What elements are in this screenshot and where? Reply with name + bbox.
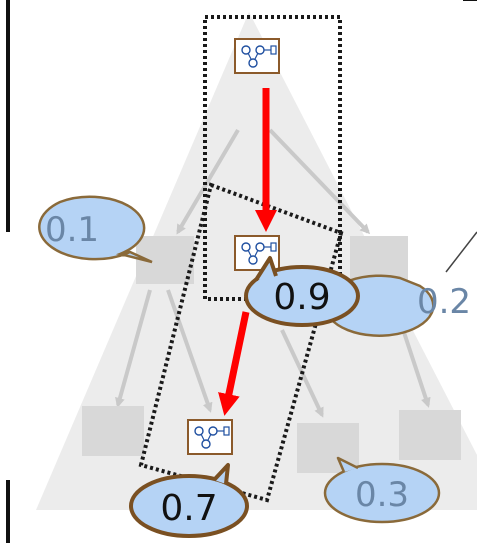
callout-0-9: 0.9 [244,256,360,327]
tree-node-leaf-1 [82,406,144,456]
molecule-graph-icon [234,38,280,74]
tree-node-leaf-4 [399,410,461,460]
selected-path-arrow-2 [218,311,250,416]
callout-value: 0.3 [355,475,409,515]
selection-box-diagonal [138,182,344,503]
callout-value: 0.9 [273,277,330,318]
selection-box-top [203,15,342,301]
callout-0-2: 0.2 [324,274,471,337]
callout-value: 0.7 [160,488,217,529]
molecule-graph-icon [187,419,233,455]
callout-0-7: 0.7 [129,463,249,538]
callout-value: 0.2 [417,282,471,322]
callout-0-1: 0.1 [38,195,153,264]
callout-value: 0.1 [45,210,99,250]
callout-0-3: 0.3 [323,456,441,524]
pointer-line [445,231,477,273]
